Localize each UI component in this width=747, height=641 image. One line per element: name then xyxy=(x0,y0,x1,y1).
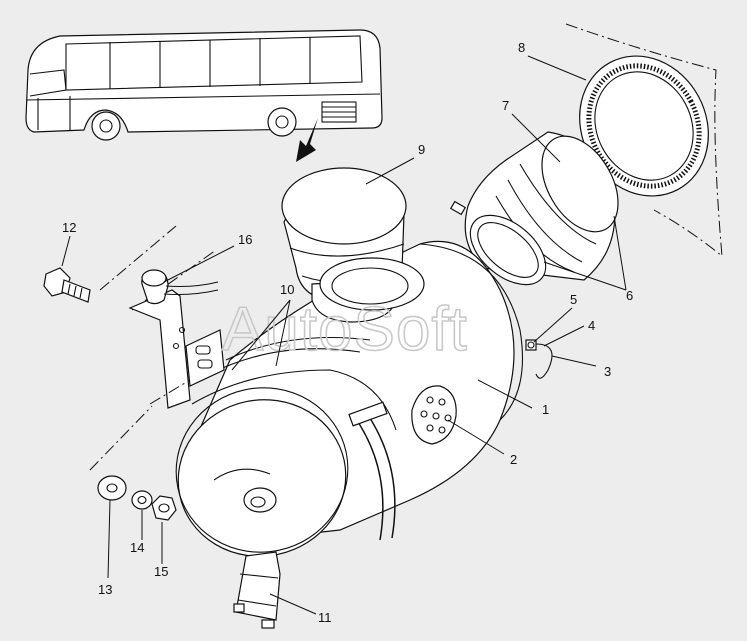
part-12-bolt xyxy=(43,267,91,303)
callouts: 1 2 3 4 5 6 7 8 9 10 11 12 13 14 15 16 xyxy=(62,40,633,625)
parts-3-4-5-fitting xyxy=(525,339,553,379)
callout-12: 12 xyxy=(62,220,76,235)
callout-10: 10 xyxy=(280,282,294,297)
part-7-intake-hose xyxy=(449,131,619,286)
callout-2: 2 xyxy=(510,452,517,467)
callout-15: 15 xyxy=(154,564,168,579)
callout-5: 5 xyxy=(570,292,577,307)
part-2-perforated-plate xyxy=(411,385,457,445)
mounting-outline-right xyxy=(565,23,723,258)
callout-7: 7 xyxy=(502,98,509,113)
callout-8: 8 xyxy=(518,40,525,55)
leader-lines xyxy=(61,55,627,615)
callout-11: 11 xyxy=(318,610,332,625)
part-11-drain-valve xyxy=(233,551,281,629)
part-1-filter-housing xyxy=(175,240,523,557)
part-16-bracket xyxy=(99,225,225,409)
callout-14: 14 xyxy=(130,540,144,555)
callout-1: 1 xyxy=(542,402,549,417)
callout-4: 4 xyxy=(588,318,595,333)
part-9-precleaner-cap xyxy=(281,167,425,323)
parts-13-14-15-fasteners xyxy=(89,379,191,521)
callout-9: 9 xyxy=(418,142,425,157)
callout-6: 6 xyxy=(626,288,633,303)
callout-13: 13 xyxy=(98,582,112,597)
callout-16: 16 xyxy=(238,232,252,247)
callout-3: 3 xyxy=(604,364,611,379)
bus-illustration xyxy=(25,29,383,162)
watermark: AutoSoft xyxy=(222,295,468,364)
